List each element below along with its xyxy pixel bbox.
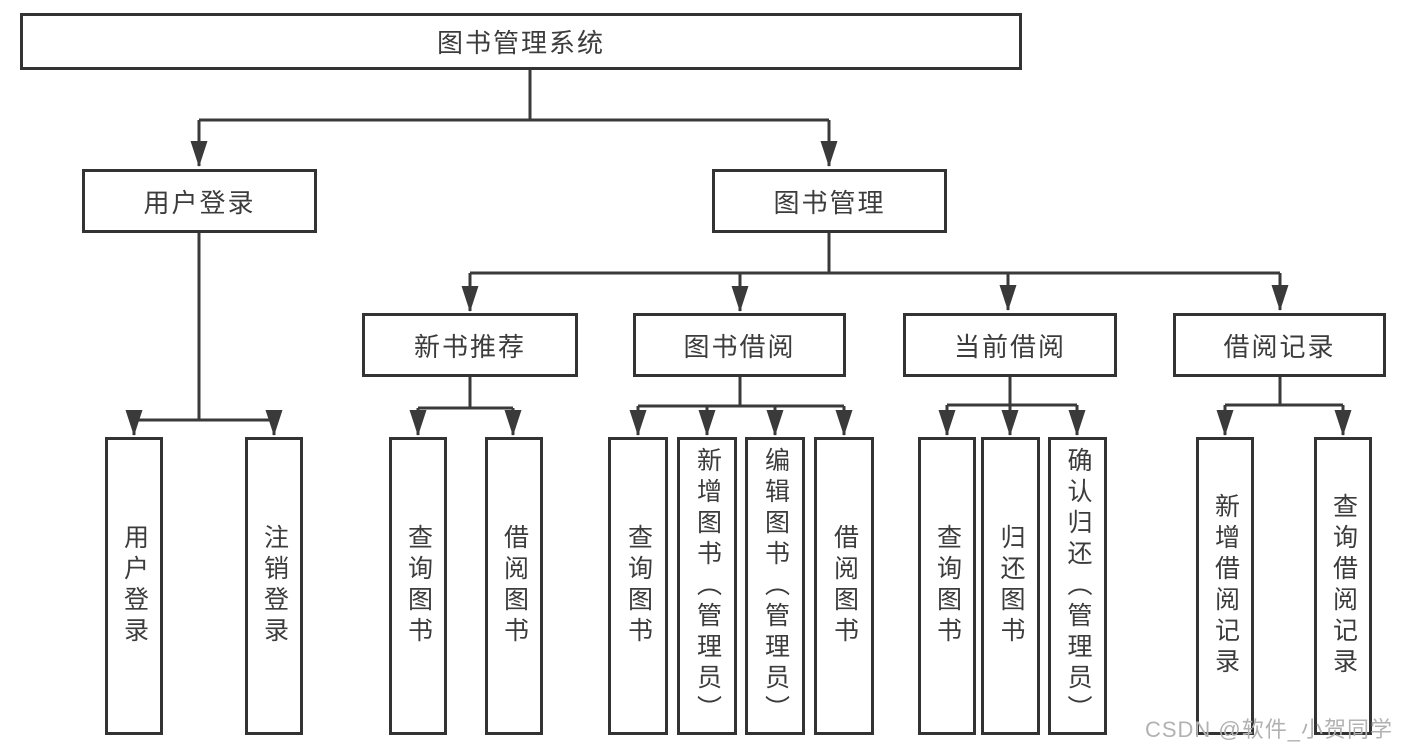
- leaf-borrow-edit-admin-label: 编辑图书（管理员）: [761, 446, 790, 726]
- leaf-record-query: 查询借阅记录: [1314, 437, 1372, 735]
- leaf-borrow-add-admin: 新增图书（管理员）: [677, 437, 737, 735]
- node-borrow-record-label: 借阅记录: [1223, 331, 1336, 362]
- node-book-borrow-label: 图书借阅: [683, 331, 796, 362]
- node-current-borrow-label: 当前借阅: [953, 331, 1066, 362]
- leaf-borrow-borrow: 借阅图书: [814, 437, 874, 735]
- leaf-current-return-label: 归还图书: [997, 524, 1025, 648]
- leaf-newbook-borrow-label: 借阅图书: [500, 524, 529, 648]
- node-user-login-label: 用户登录: [143, 187, 256, 218]
- node-current-borrow: 当前借阅: [903, 313, 1117, 377]
- node-book-management-label: 图书管理: [773, 187, 886, 218]
- leaf-borrow-query: 查询图书: [608, 437, 668, 735]
- node-root: 图书管理系统: [20, 13, 1022, 70]
- leaf-newbook-query-label: 查询图书: [404, 524, 433, 648]
- leaf-current-confirm-admin-label: 确认归还（管理员）: [1064, 446, 1092, 726]
- node-borrow-record: 借阅记录: [1173, 313, 1386, 377]
- leaf-user-login: 用户登录: [105, 437, 163, 735]
- node-user-login: 用户登录: [82, 169, 317, 233]
- leaf-record-add: 新增借阅记录: [1196, 437, 1254, 735]
- leaf-logout-label: 注销登录: [260, 524, 289, 648]
- leaf-borrow-add-admin-label: 新增图书（管理员）: [693, 446, 722, 726]
- leaf-newbook-query: 查询图书: [389, 437, 447, 735]
- leaf-borrow-edit-admin: 编辑图书（管理员）: [745, 437, 805, 735]
- node-new-book-recommend-label: 新书推荐: [413, 331, 526, 362]
- leaf-user-login-label: 用户登录: [120, 524, 149, 648]
- leaf-logout: 注销登录: [245, 437, 303, 735]
- leaf-current-confirm-admin: 确认归还（管理员）: [1048, 437, 1107, 735]
- leaf-borrow-borrow-label: 借阅图书: [830, 524, 859, 648]
- leaf-newbook-borrow: 借阅图书: [485, 437, 543, 735]
- node-book-borrow: 图书借阅: [633, 313, 846, 377]
- node-book-management: 图书管理: [712, 169, 947, 233]
- leaf-current-query: 查询图书: [918, 437, 976, 735]
- leaf-record-query-label: 查询借阅记录: [1329, 493, 1358, 679]
- leaf-borrow-query-label: 查询图书: [624, 524, 653, 648]
- leaf-current-return: 归还图书: [981, 437, 1040, 735]
- node-new-book-recommend: 新书推荐: [362, 313, 578, 377]
- node-root-label: 图书管理系统: [436, 28, 605, 58]
- leaf-current-query-label: 查询图书: [933, 524, 962, 648]
- leaf-record-add-label: 新增借阅记录: [1211, 493, 1240, 679]
